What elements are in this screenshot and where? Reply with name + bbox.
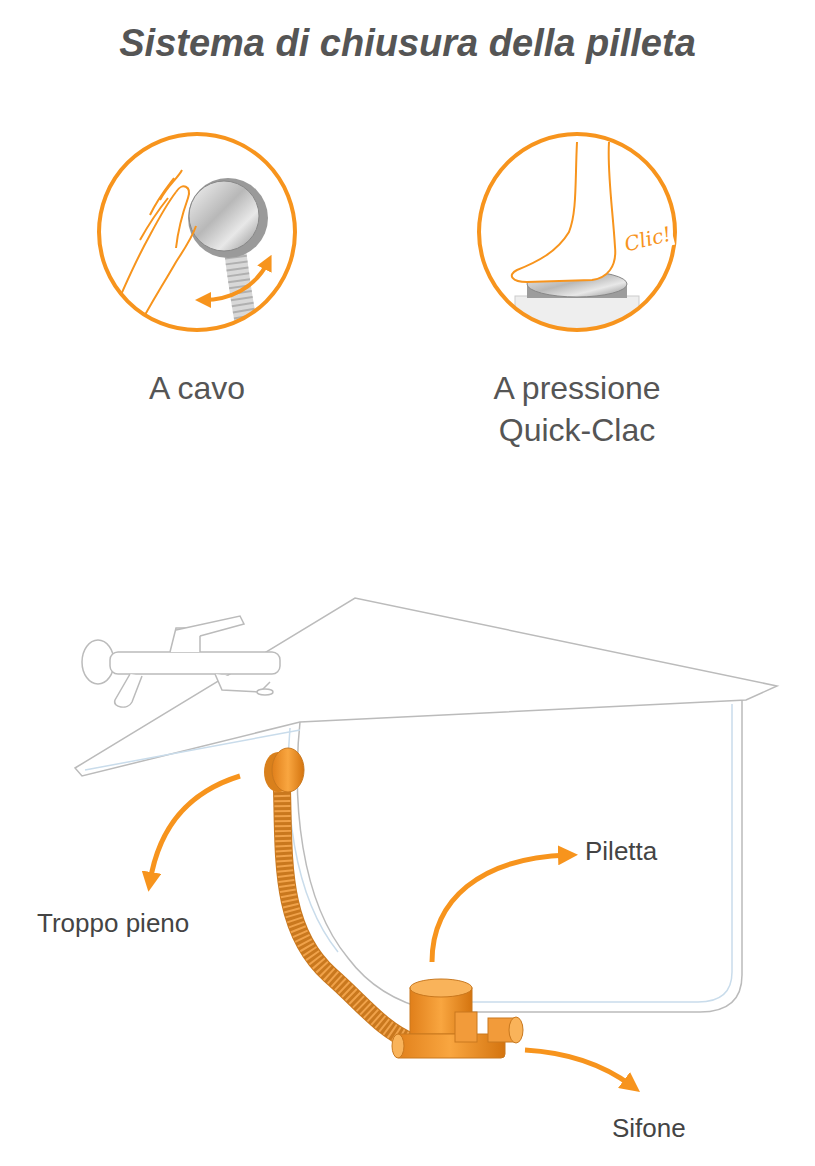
- faucet-outlet: [115, 674, 142, 707]
- overflow-hose: [282, 790, 412, 1042]
- part-name: Troppo pieno: [35, 908, 191, 939]
- leader-arrow: [525, 1050, 632, 1086]
- hand-finger: [176, 186, 189, 248]
- overflow-knob: [272, 748, 304, 792]
- hose-ridges: [235, 250, 250, 345]
- option-label: A cavo: [72, 368, 322, 410]
- tub-wall: [430, 700, 742, 1012]
- hose-ridges: [282, 790, 412, 1042]
- circle-border: [99, 134, 295, 330]
- hand-edge: [130, 226, 196, 345]
- push-illustration: [512, 142, 639, 346]
- drain-assembly: [264, 748, 523, 1058]
- knob: [189, 181, 259, 251]
- leader-arrow: [432, 855, 568, 962]
- foot: [512, 142, 615, 282]
- tub-inner: [288, 704, 732, 1002]
- faucet-body: [110, 652, 280, 674]
- circle-border: [479, 134, 675, 330]
- knob-ring: [188, 178, 268, 258]
- sound-callout: Clic!: [620, 221, 676, 257]
- drain-top: [410, 979, 472, 997]
- leader-arrow: [150, 776, 240, 882]
- bathtub: [75, 598, 777, 1012]
- faucet-flange: [82, 640, 114, 684]
- siphon-end: [392, 1034, 404, 1058]
- option-circle: Clic!A pressione Quick-Clac: [477, 132, 677, 332]
- faucet-tip: [257, 689, 273, 695]
- option-circle: A cavo: [97, 132, 297, 332]
- hose: [235, 250, 250, 345]
- circle-outline: [97, 132, 297, 332]
- faucet: [82, 616, 280, 707]
- option-label: A pressione Quick-Clac: [452, 368, 702, 451]
- title: Sistema di chiusura della pilleta: [0, 22, 815, 65]
- siphon-riser: [455, 1012, 477, 1042]
- hand-fingers: [140, 170, 182, 240]
- leader-arrows: [150, 776, 632, 1086]
- turn-arrow: [203, 262, 268, 300]
- siphon-outlet: [509, 1017, 523, 1043]
- part-name: Piletta: [583, 836, 659, 867]
- hand-palm: [100, 192, 176, 345]
- part-name: Sifone: [610, 1113, 688, 1144]
- tub-rim: [75, 598, 777, 776]
- faucet-handle: [176, 616, 244, 636]
